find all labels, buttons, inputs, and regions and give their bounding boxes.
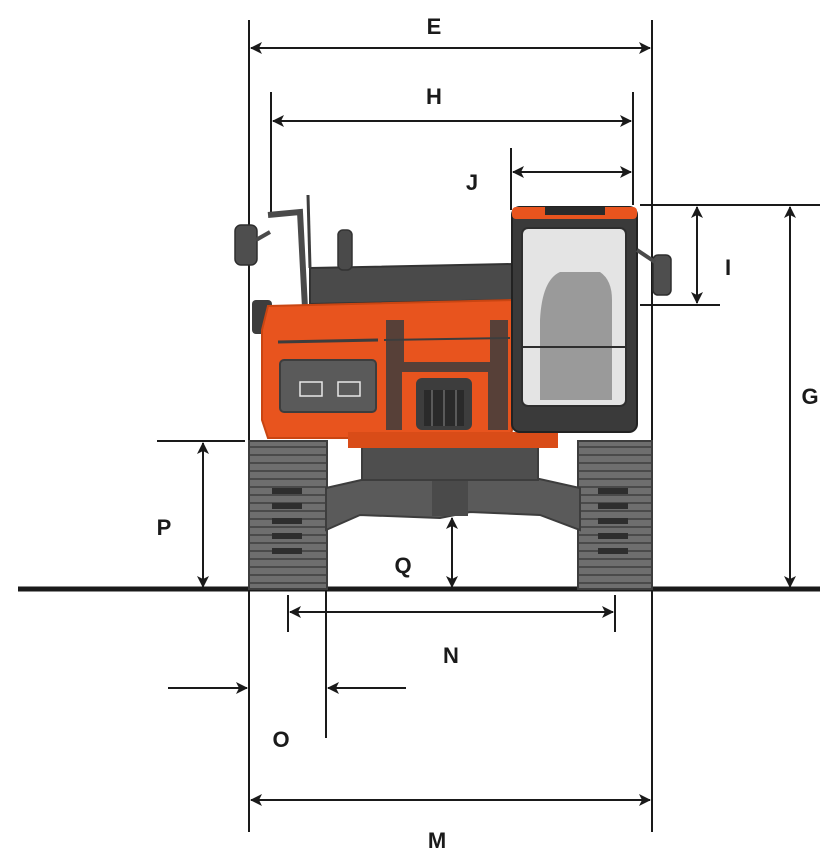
handrail xyxy=(267,208,308,309)
operator-cab xyxy=(511,206,638,433)
operator-seat xyxy=(540,272,612,400)
center-joint xyxy=(432,478,468,516)
label-q: Q xyxy=(394,553,411,578)
label-e: E xyxy=(427,14,442,39)
right-track xyxy=(577,440,653,590)
right-mirror xyxy=(652,254,672,296)
label-p: P xyxy=(157,515,172,540)
label-o: O xyxy=(272,727,289,752)
left-mirror xyxy=(234,224,258,266)
left-track xyxy=(248,440,328,590)
exhaust-pipe xyxy=(337,229,353,271)
rear-grille xyxy=(279,359,377,413)
excavator-rear-view xyxy=(234,194,672,590)
label-m: M xyxy=(428,828,446,853)
antenna xyxy=(306,194,312,269)
label-g: G xyxy=(801,384,818,409)
label-i: I xyxy=(725,255,731,280)
swing-bearing xyxy=(361,443,539,481)
label-j: J xyxy=(466,170,478,195)
label-h: H xyxy=(426,84,442,109)
lower-orange-base xyxy=(348,432,558,448)
label-n: N xyxy=(443,643,459,668)
